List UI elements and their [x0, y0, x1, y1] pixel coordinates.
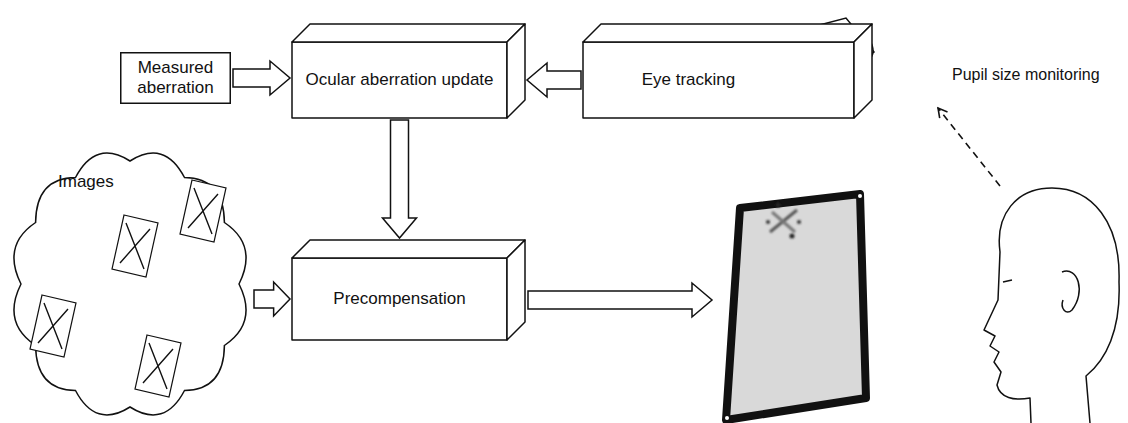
- display-screen: [726, 194, 866, 420]
- monitoring-arrow: [938, 108, 1000, 186]
- node-text: Eye tracking: [642, 70, 736, 90]
- blurred-cross: [766, 203, 801, 239]
- box-face: [292, 240, 525, 258]
- annotation-label: Pupil size monitoring: [950, 66, 1102, 84]
- image-thumbnail: [180, 180, 226, 242]
- box-face: [292, 258, 507, 340]
- process-box: Ocular aberration update: [292, 24, 525, 118]
- box-face: [583, 42, 854, 118]
- box-face: [507, 24, 525, 118]
- block-arrow: [383, 120, 417, 238]
- image-cloud: Images: [8, 148, 252, 420]
- box-face: [854, 24, 872, 118]
- node-outline: [8, 148, 252, 420]
- box-face: [292, 24, 525, 42]
- process-box: Precompensation: [292, 240, 525, 340]
- block-arrow: [233, 61, 290, 95]
- box-face: [507, 240, 525, 340]
- block-arrow: [527, 63, 581, 97]
- box-face: [583, 24, 872, 42]
- image-thumbnail: [30, 295, 76, 357]
- input-box: Measured aberration: [120, 52, 231, 104]
- screen-corner: [858, 194, 862, 198]
- block-arrow: [254, 282, 290, 316]
- box-face: [292, 42, 507, 118]
- node-text: Ocular aberration update: [305, 70, 493, 90]
- node-text: Images: [58, 172, 114, 192]
- image-thumbnail: [135, 335, 181, 397]
- head-profile: [984, 188, 1119, 423]
- node-text: Measured aberration: [126, 58, 225, 99]
- cloud-outline: [14, 153, 246, 415]
- box-outline: [121, 53, 231, 104]
- block-arrow: [528, 283, 712, 317]
- image-thumbnail: [112, 215, 158, 277]
- process-box: Eye tracking: [583, 24, 872, 118]
- node-text: Precompensation: [333, 289, 465, 309]
- screen-corner: [725, 416, 729, 420]
